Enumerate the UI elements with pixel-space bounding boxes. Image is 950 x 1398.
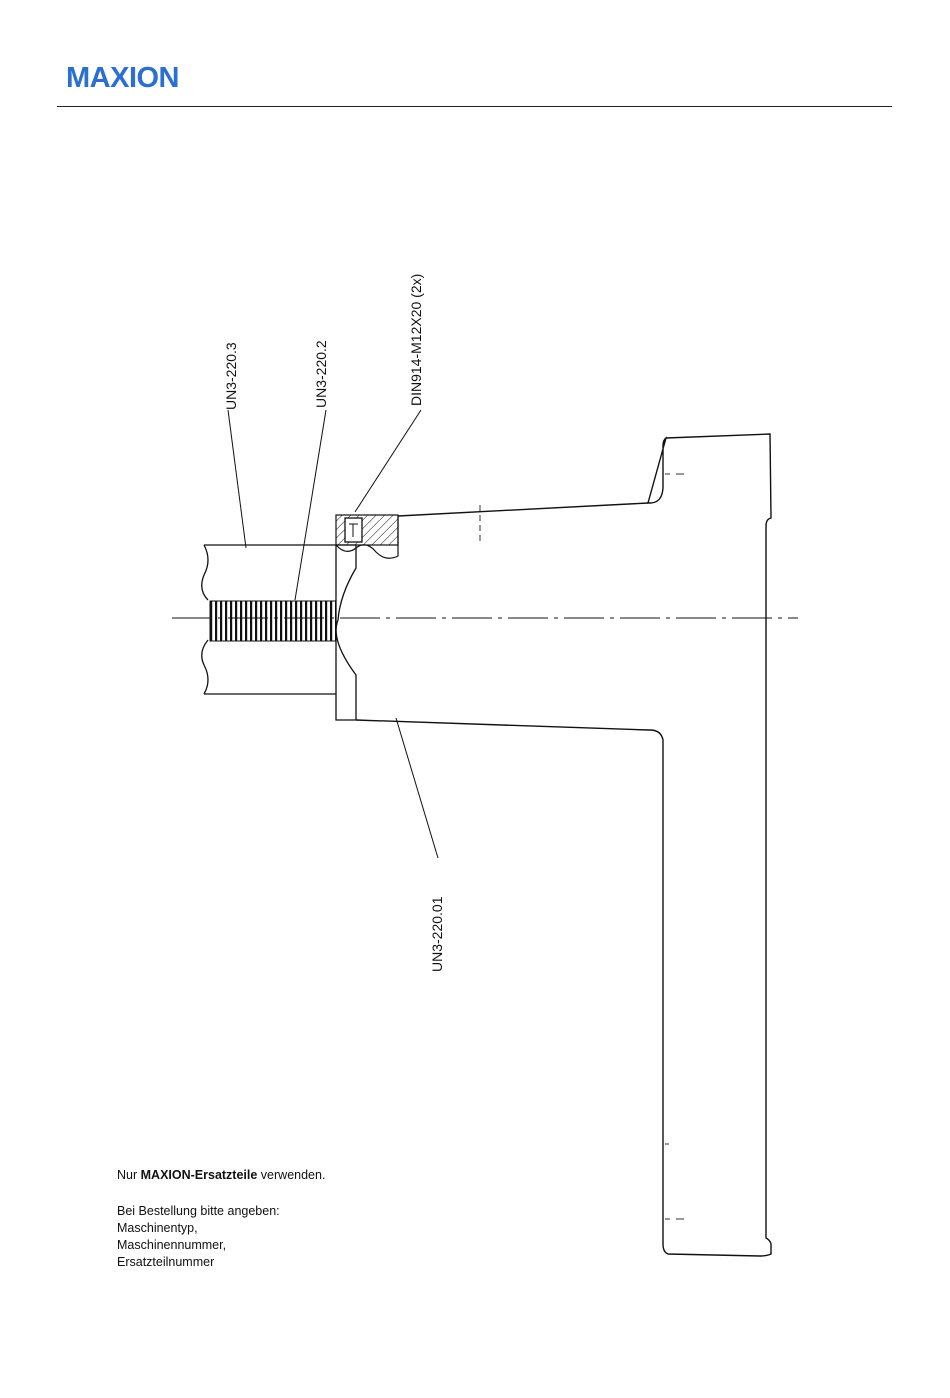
notes-item: Maschinentyp, — [117, 1220, 325, 1237]
notes-suffix: verwenden. — [257, 1168, 325, 1182]
part-label-un3-220-01: UN3-220.01 — [429, 896, 445, 972]
part-label-un3-220-3: UN3-220.3 — [223, 342, 239, 410]
hatched-bearing — [210, 601, 336, 641]
order-notes: Nur MAXION-Ersatzteile verwenden. Bei Be… — [117, 1167, 325, 1271]
part-label-din914: DIN914-M12X20 (2x) — [408, 274, 424, 406]
notes-item: Maschinennummer, — [117, 1237, 325, 1254]
flange-ticks — [665, 474, 684, 1219]
flange-plate — [648, 434, 771, 1256]
notes-bold-brand: MAXION-Ersatzteile — [141, 1168, 258, 1182]
notes-item: Ersatzteilnummer — [117, 1254, 325, 1271]
part-label-un3-220-2: UN3-220.2 — [313, 340, 329, 408]
shaft-seat — [336, 545, 356, 720]
notes-line-1: Nur MAXION-Ersatzteile verwenden. — [117, 1167, 325, 1184]
notes-order-intro: Bei Bestellung bitte angeben: — [117, 1203, 325, 1220]
notes-prefix: Nur — [117, 1168, 141, 1182]
shaft-cone — [356, 503, 648, 730]
